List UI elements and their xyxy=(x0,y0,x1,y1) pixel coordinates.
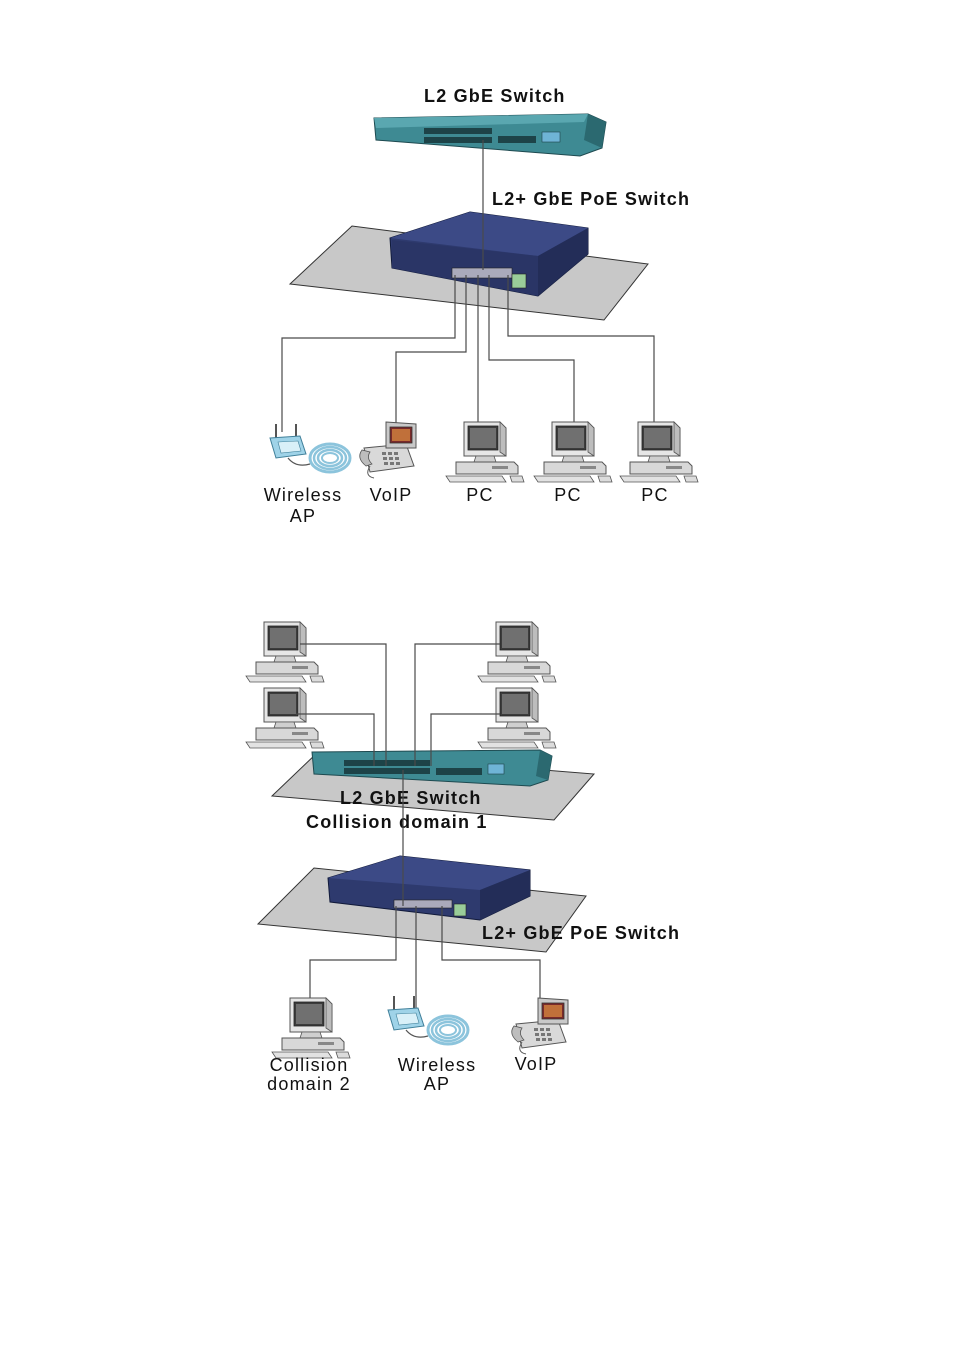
device-wireless-ap xyxy=(388,996,468,1044)
device-voip xyxy=(360,422,416,478)
device-label: VoIP xyxy=(370,485,413,505)
device-label: AP xyxy=(290,506,316,526)
pc-icon xyxy=(246,622,324,682)
voip-phone-icon xyxy=(512,998,568,1054)
device-pc-top-right xyxy=(478,622,556,682)
poe-switch-label: L2+ GbE PoE Switch xyxy=(482,923,680,943)
device-label: PC xyxy=(466,485,493,505)
device-pc-mid-left xyxy=(246,688,324,748)
device-pc-3 xyxy=(620,422,698,482)
pc-wires xyxy=(296,644,500,766)
pc-icon xyxy=(478,688,556,748)
device-pc-2 xyxy=(534,422,612,482)
pc-icon xyxy=(478,622,556,682)
core-switch-label: L2 GbE Switch xyxy=(424,86,566,106)
collision-domain-1-label: Collision domain 1 xyxy=(306,812,488,832)
pc-icon xyxy=(620,422,698,482)
device-label: PC xyxy=(641,485,668,505)
device-pc-1 xyxy=(446,422,524,482)
device-pc-top-left xyxy=(246,622,324,682)
pc-icon xyxy=(272,998,350,1058)
poe-switch-label: L2+ GbE PoE Switch xyxy=(492,189,690,209)
device-label: Collision xyxy=(270,1055,349,1075)
device-label: VoIP xyxy=(515,1054,558,1074)
diagram-1: L2 GbE Switch L2+ GbE PoE Switch xyxy=(264,86,698,526)
pc-icon xyxy=(246,688,324,748)
device-label: domain 2 xyxy=(267,1074,351,1094)
device-label: Wireless xyxy=(398,1055,477,1075)
device-label: Wireless xyxy=(264,485,343,505)
wireless-ap-icon xyxy=(388,996,468,1044)
pc-icon xyxy=(534,422,612,482)
diagram-2: L2 GbE Switch Collision domain 1 L2+ GbE… xyxy=(246,622,680,1094)
device-pc-mid-right xyxy=(478,688,556,748)
pc-icon xyxy=(446,422,524,482)
l2-gbe-switch xyxy=(374,114,606,156)
device-label: PC xyxy=(554,485,581,505)
device-label: AP xyxy=(424,1074,450,1094)
core-switch-label: L2 GbE Switch xyxy=(340,788,482,808)
voip-phone-icon xyxy=(360,422,416,478)
device-voip xyxy=(512,998,568,1054)
device-collision-domain-2-pc xyxy=(272,998,350,1058)
